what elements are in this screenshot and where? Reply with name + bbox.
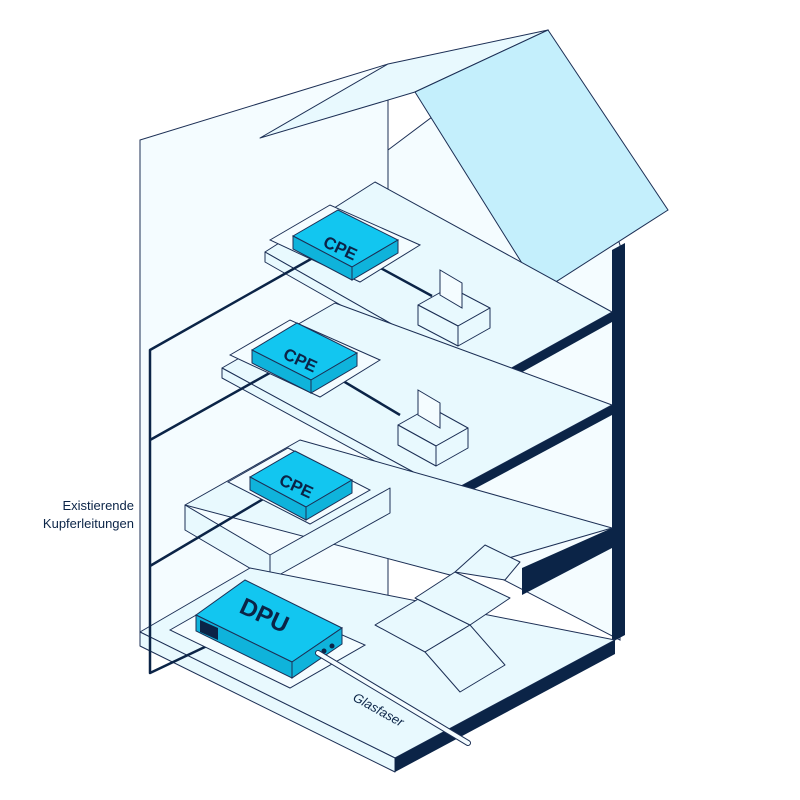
- copper-line: [148, 253, 319, 675]
- lan-cable: [337, 263, 433, 417]
- cpe-device: CPE: [268, 204, 422, 283]
- outer-wall: [612, 243, 625, 642]
- port-icon: [200, 620, 218, 640]
- copper-label-line1: Existierende: [62, 498, 134, 513]
- port-icon: [321, 648, 327, 654]
- copper-label-line2: Kupferleitungen: [43, 516, 134, 531]
- computer-icon: [417, 269, 491, 347]
- dpu-device: DPU: [168, 579, 367, 689]
- computer-icon: [397, 389, 469, 467]
- cpe-device: CPE: [226, 447, 372, 525]
- cpe-device: CPE: [228, 319, 382, 398]
- roof-right: [414, 29, 669, 293]
- stairs: [374, 544, 521, 693]
